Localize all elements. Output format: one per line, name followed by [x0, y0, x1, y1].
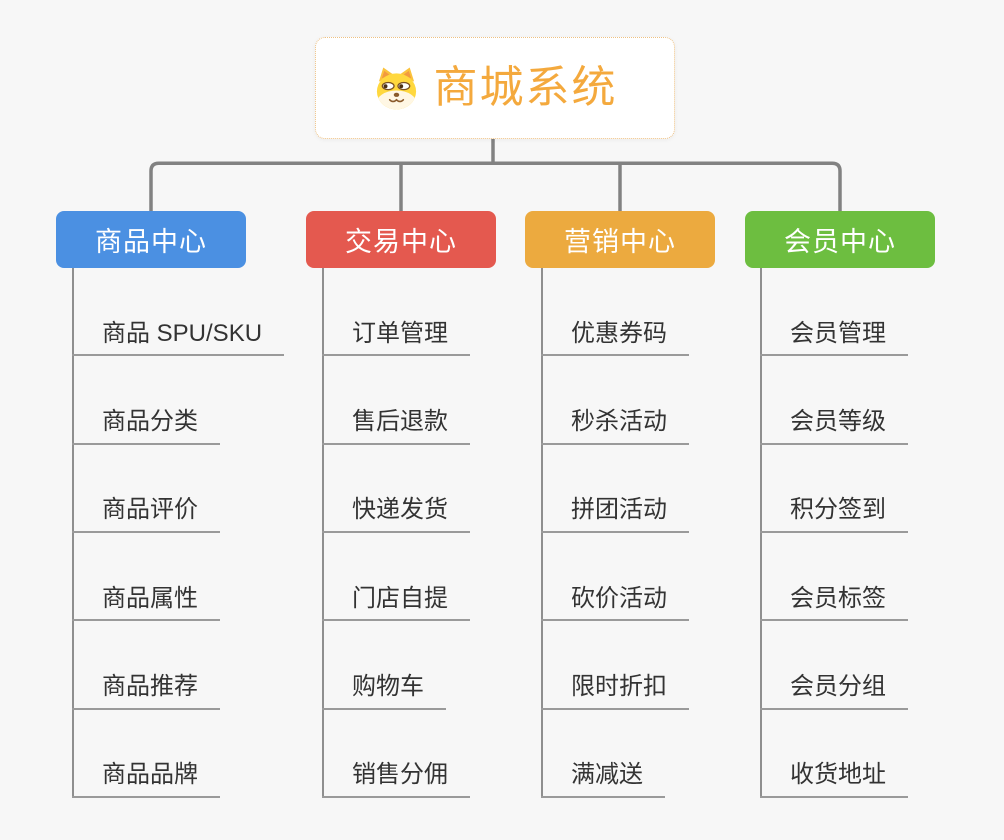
branch-label: 交易中心: [345, 227, 457, 257]
dog-face-icon: [376, 66, 416, 110]
child-row: 商品评价: [72, 445, 307, 533]
child-node-member-group[interactable]: 会员分组: [760, 673, 908, 710]
child-row: 销售分佣: [322, 710, 557, 798]
child-node-sales-commission[interactable]: 销售分佣: [322, 761, 470, 798]
child-node-shipping-address[interactable]: 收货地址: [760, 761, 908, 798]
child-row: 会员等级: [760, 356, 995, 445]
child-node-flash-sale[interactable]: 秒杀活动: [541, 408, 689, 445]
child-node-order-management[interactable]: 订单管理: [322, 320, 470, 357]
child-node-product-brand[interactable]: 商品品牌: [72, 761, 220, 798]
child-node-shopping-cart[interactable]: 购物车: [322, 673, 446, 710]
child-node-member-management[interactable]: 会员管理: [760, 320, 908, 357]
child-node-limited-time-discount[interactable]: 限时折扣: [541, 673, 689, 710]
child-node-group-buy[interactable]: 拼团活动: [541, 496, 689, 533]
child-node-express-delivery[interactable]: 快递发货: [322, 496, 470, 533]
child-row: 商品品牌: [72, 710, 307, 798]
child-node-coupon-code[interactable]: 优惠券码: [541, 320, 689, 357]
child-row: 收货地址: [760, 710, 995, 798]
branch-node-trade-center[interactable]: 交易中心: [306, 211, 496, 268]
child-row: 购物车: [322, 621, 557, 710]
child-node-member-tag[interactable]: 会员标签: [760, 585, 908, 622]
branch-label: 商品中心: [95, 227, 207, 257]
branch-label: 会员中心: [784, 227, 896, 257]
child-node-spend-save[interactable]: 满减送: [541, 761, 665, 798]
root-node-title: 商城系统: [433, 63, 618, 112]
child-row: 门店自提: [322, 533, 557, 622]
branch-node-member-center[interactable]: 会员中心: [745, 211, 935, 268]
child-node-member-level[interactable]: 会员等级: [760, 408, 908, 445]
child-row: 满减送: [541, 710, 776, 798]
child-node-product-category[interactable]: 商品分类: [72, 408, 220, 445]
child-node-store-pickup[interactable]: 门店自提: [322, 585, 470, 622]
child-row: 商品 SPU/SKU: [72, 268, 307, 357]
child-row: 拼团活动: [541, 445, 776, 533]
child-row: 限时折扣: [541, 621, 776, 710]
child-row: 优惠券码: [541, 268, 776, 357]
child-node-bargain-activity[interactable]: 砍价活动: [541, 585, 689, 622]
child-node-product-recommend[interactable]: 商品推荐: [72, 673, 220, 710]
child-row: 订单管理: [322, 268, 557, 357]
branch-node-product-center[interactable]: 商品中心: [56, 211, 246, 268]
connector-group: [149, 139, 842, 211]
child-row: 售后退款: [322, 356, 557, 445]
child-row: 砍价活动: [541, 533, 776, 622]
main-bracket-line: [149, 161, 842, 211]
branch-column-member: 会员管理 会员等级 积分签到 会员标签 会员分组 收货地址: [760, 268, 995, 798]
child-row: 商品推荐: [72, 621, 307, 710]
root-node[interactable]: 商城系统: [315, 37, 675, 139]
child-row: 快递发货: [322, 445, 557, 533]
branch-column-trade: 订单管理 售后退款 快递发货 门店自提 购物车 销售分佣: [322, 268, 557, 798]
child-node-after-sale-refund[interactable]: 售后退款: [322, 408, 470, 445]
child-row: 商品分类: [72, 356, 307, 445]
child-row: 商品属性: [72, 533, 307, 622]
child-node-product-review[interactable]: 商品评价: [72, 496, 220, 533]
branch-label: 营销中心: [564, 227, 676, 257]
child-row: 会员管理: [760, 268, 995, 357]
child-node-points-checkin[interactable]: 积分签到: [760, 496, 908, 533]
child-row: 会员分组: [760, 621, 995, 710]
child-row: 会员标签: [760, 533, 995, 622]
child-row: 秒杀活动: [541, 356, 776, 445]
child-node-product-spu-sku[interactable]: 商品 SPU/SKU: [72, 320, 285, 357]
branch-column-marketing: 优惠券码 秒杀活动 拼团活动 砍价活动 限时折扣 满减送: [541, 268, 776, 798]
child-row: 积分签到: [760, 445, 995, 533]
branch-node-marketing-center[interactable]: 营销中心: [525, 211, 715, 268]
child-node-product-attribute[interactable]: 商品属性: [72, 585, 220, 622]
branch-column-product: 商品 SPU/SKU 商品分类 商品评价 商品属性 商品推荐 商品品牌: [72, 268, 307, 798]
